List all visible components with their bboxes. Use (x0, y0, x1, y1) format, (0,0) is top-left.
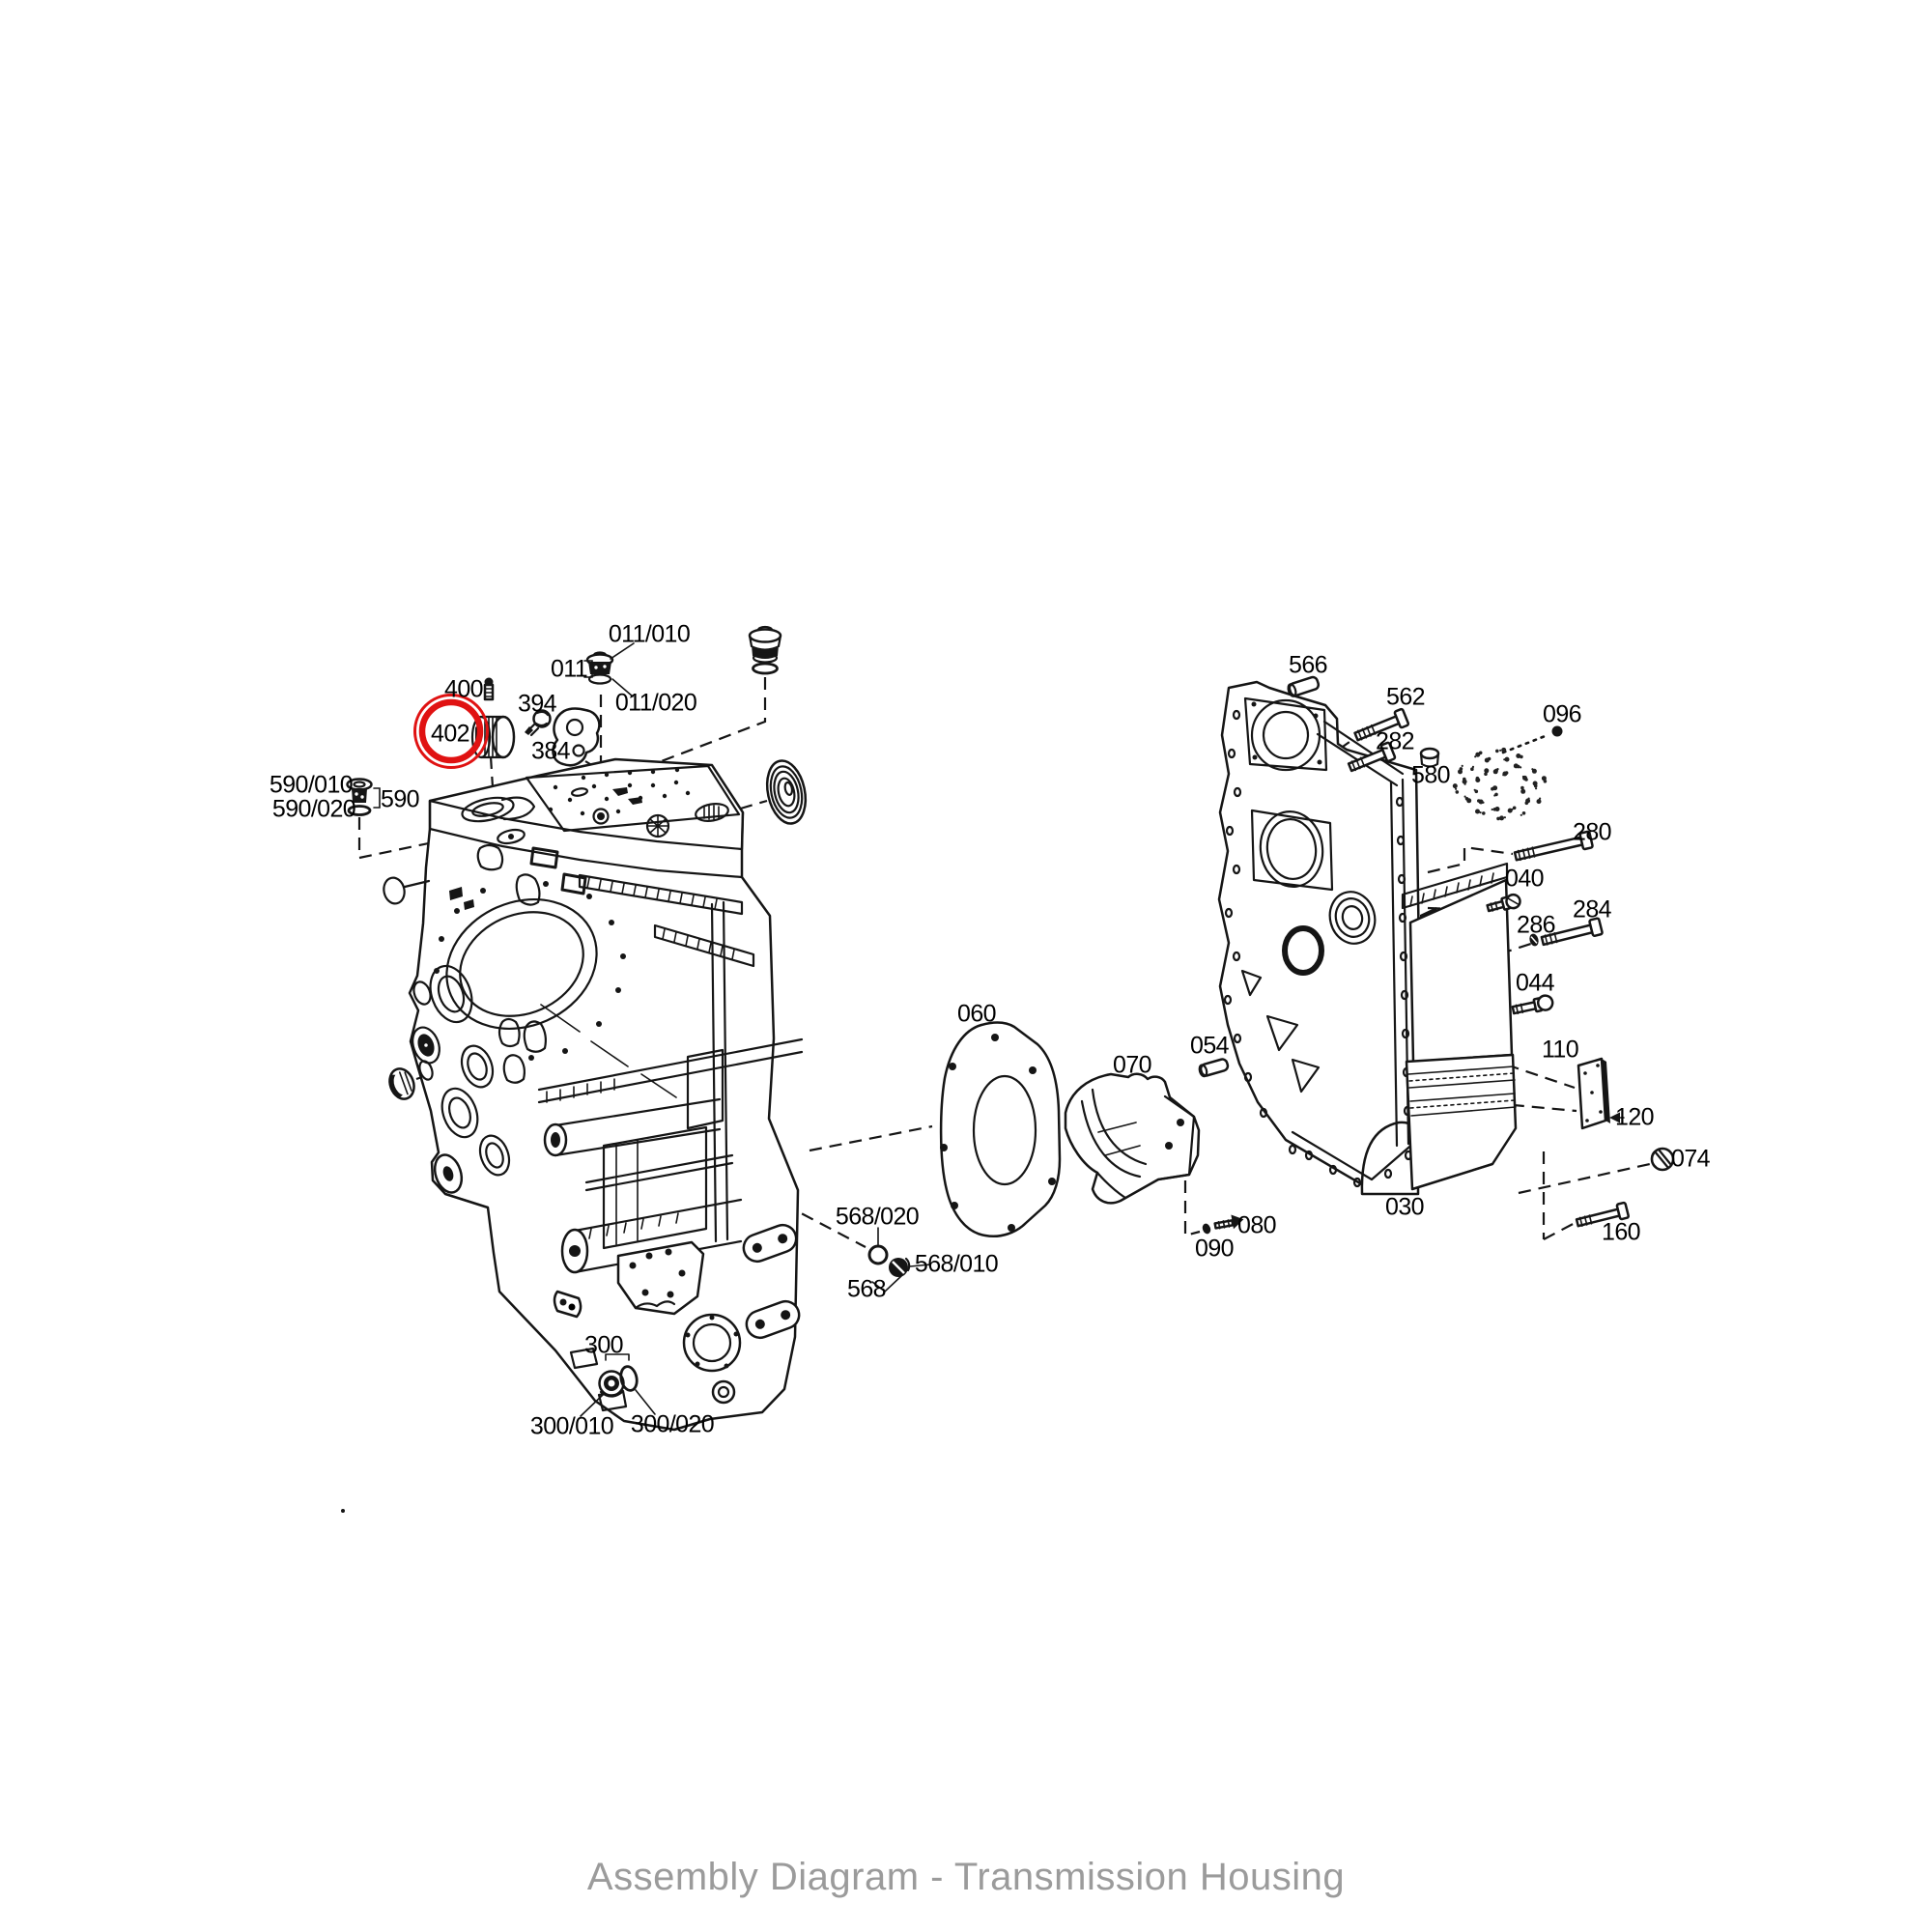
part-label-400: 400 (444, 675, 484, 703)
part-label-280: 280 (1573, 818, 1612, 846)
part-label-300_020: 300/020 (630, 1410, 715, 1438)
part-label-284: 284 (1573, 895, 1612, 923)
left-housing-drawing (408, 757, 804, 1432)
part-label-580: 580 (1411, 761, 1451, 789)
part-label-568_020: 568/020 (835, 1203, 920, 1231)
bearing-saddle-070 (1064, 1072, 1201, 1205)
plate-110 (1577, 1057, 1610, 1130)
part-label-590: 590 (381, 785, 420, 813)
bolt-044 (1511, 994, 1554, 1015)
oval-plug-part (383, 876, 406, 905)
bearing-cup-part (388, 1067, 415, 1100)
callout-leader-lines (373, 642, 1625, 1417)
part-label-011: 011 (550, 655, 588, 683)
plug-394 (525, 709, 552, 737)
diagram-caption: Assembly Diagram - Transmission Housing (586, 1856, 1346, 1898)
plug-568-010 (889, 1257, 911, 1277)
part-label-110: 110 (1541, 1036, 1579, 1064)
bolt-040 (1486, 893, 1521, 913)
stray-dot (341, 1509, 345, 1513)
part-label-040: 040 (1505, 865, 1545, 893)
breather-part (748, 625, 782, 675)
part-label-590_010: 590/010 (269, 771, 354, 799)
arrow-120-icon (1609, 1112, 1620, 1123)
part-label-282: 282 (1376, 727, 1415, 755)
part-label-590_020: 590/020 (271, 795, 356, 823)
oring-568-020 (867, 1244, 889, 1265)
part-label-120: 120 (1615, 1103, 1655, 1131)
valve-590-stack (346, 778, 373, 816)
part-label-566: 566 (1289, 651, 1328, 679)
plug-074 (1650, 1147, 1675, 1172)
ball-096 (1551, 725, 1563, 737)
part-label-070: 070 (1113, 1051, 1152, 1079)
sight-disc-part (765, 759, 808, 825)
bolt-284 (1540, 917, 1604, 947)
pin-054 (1198, 1058, 1230, 1078)
highlight-circle-402 (413, 694, 489, 769)
valve-011-part (585, 651, 614, 685)
bolt-280 (1513, 830, 1594, 862)
part-label-568_010: 568/010 (914, 1250, 999, 1278)
part-label-030: 030 (1385, 1193, 1425, 1221)
part-label-394: 394 (518, 690, 557, 718)
right-housing-drawing (1217, 680, 1548, 1196)
part-label-044: 044 (1516, 969, 1555, 997)
screw-400 (483, 677, 495, 701)
part-label-160: 160 (1602, 1218, 1641, 1246)
bolt-562 (1353, 707, 1410, 742)
part-label-080: 080 (1237, 1211, 1277, 1239)
part-label-074: 074 (1671, 1145, 1711, 1173)
pin-090 (1202, 1223, 1211, 1235)
lock-plate-384 (552, 707, 601, 767)
part-label-090: 090 (1195, 1235, 1235, 1263)
screw-080 (1213, 1214, 1244, 1230)
part-label-054: 054 (1190, 1032, 1230, 1060)
bolt-160 (1575, 1201, 1630, 1228)
oring-300-020 (619, 1365, 639, 1392)
plug-300-010 (598, 1370, 625, 1398)
bolt-282 (1347, 741, 1397, 773)
part-label-011_010: 011/010 (608, 620, 691, 648)
nut-286 (1529, 933, 1539, 947)
part-label-096: 096 (1543, 700, 1582, 728)
pin-566 (1287, 675, 1321, 697)
part-label-286: 286 (1517, 911, 1556, 939)
gasket-stipple-pattern (1452, 747, 1548, 821)
plug-580 (1419, 747, 1440, 768)
part-label-402: 402 (431, 720, 470, 748)
part-label-300: 300 (584, 1331, 624, 1359)
part-label-562: 562 (1386, 683, 1426, 711)
part-label-011_020: 011/020 (614, 689, 697, 717)
cover-plate-060 (939, 1021, 1062, 1237)
part-label-300_010: 300/010 (529, 1412, 614, 1440)
part-label-568: 568 (847, 1275, 887, 1303)
part-label-384: 384 (531, 737, 571, 765)
part-label-060: 060 (957, 1000, 997, 1028)
